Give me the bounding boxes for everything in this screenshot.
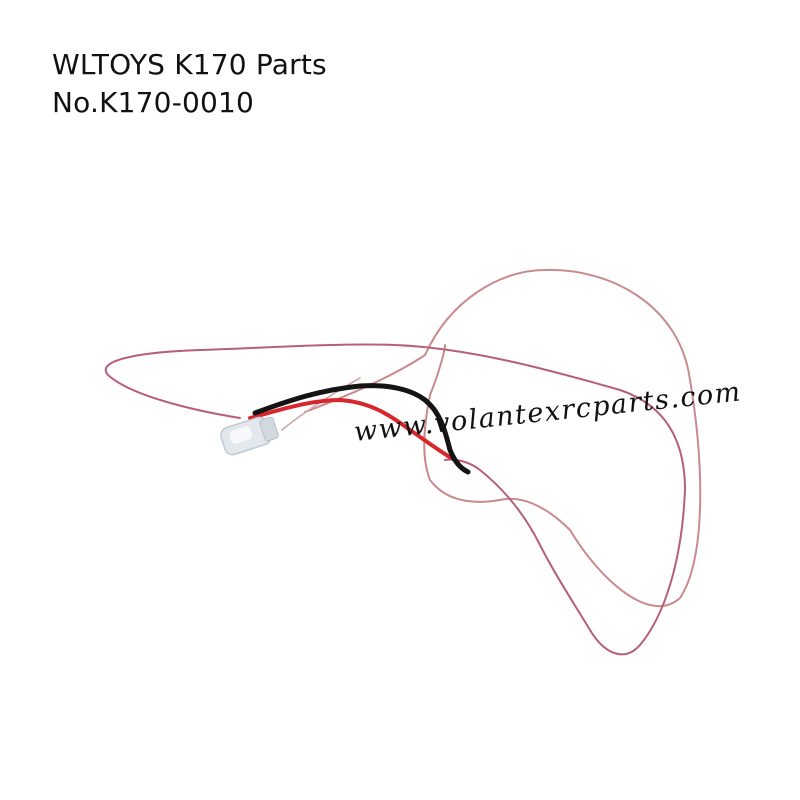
thin-wire-lead [281,377,361,431]
black-wire [252,383,471,475]
pink-wire-loop [104,343,687,656]
product-title: WLTOYS K170 Parts [52,48,327,81]
part-number: No.K170-0010 [52,86,255,119]
led-bulb [220,416,279,456]
red-wire [248,397,460,464]
thin-wire-loop [304,268,702,608]
title-block: WLTOYS K170 Parts No.K170-0010 [52,46,327,122]
watermark-text: www.volantexrcparts.com [352,376,743,448]
